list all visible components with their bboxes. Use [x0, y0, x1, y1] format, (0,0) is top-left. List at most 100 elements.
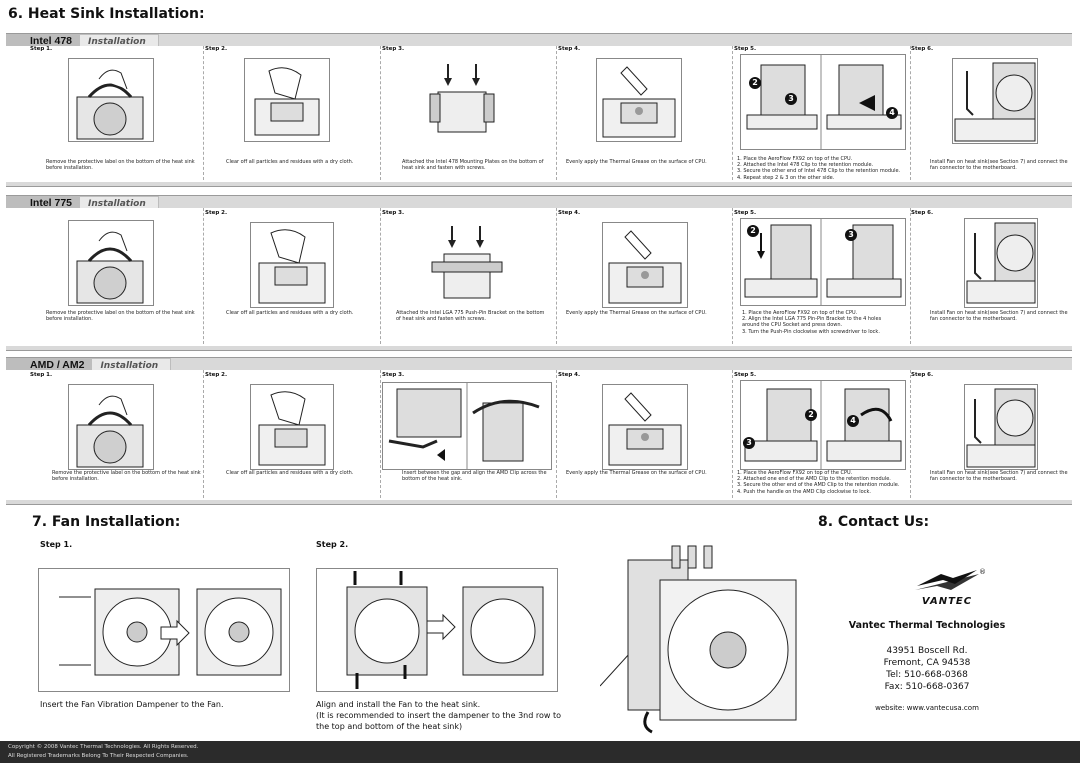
- instruction-item: 3. Turn the Push-Pin clockwise with scre…: [742, 328, 880, 335]
- amd-clip-install-illustration: [744, 381, 902, 469]
- section-tag: AMD / AM2 Installation: [6, 358, 172, 372]
- panel-intel-478: Intel 478 Installation Step 1. Remove th…: [6, 33, 1072, 187]
- thermal-grease-illustration: [608, 392, 682, 466]
- website: website: www.vantecusa.com: [875, 704, 979, 712]
- step-label: Step 3.: [382, 210, 405, 216]
- fan-mount-illustration: [346, 571, 544, 689]
- contact-title: 8. Contact Us:: [818, 514, 930, 530]
- step-image: [952, 58, 1038, 144]
- step-caption: Evenly apply the Thermal Grease on the s…: [566, 470, 707, 476]
- fan-step1-label: Step 1.: [40, 540, 73, 549]
- step-caption: Clear off all particles and residues wit…: [226, 159, 354, 165]
- step-caption: Install Fan on heat sink(see Section 7) …: [930, 310, 1068, 323]
- step-caption: Attached the Intel 478 Mounting Plates o…: [402, 159, 544, 172]
- instruction-item: 2. Attached the Intel 478 Clip to the re…: [737, 162, 874, 169]
- footer-bar: Copyright © 2008 Vantec Thermal Technolo…: [0, 741, 1080, 763]
- step-label: Step 6.: [911, 210, 934, 216]
- section-tag-label: AMD / AM2: [6, 358, 93, 372]
- step-label: Step 4.: [558, 372, 581, 378]
- panel-intel-775: Intel 775 Installation Remove the protec…: [6, 195, 1072, 351]
- instruction-item: 2. Align the Intel LGA 775 Pin-Pin Brack…: [742, 316, 882, 323]
- step-image: [596, 58, 682, 142]
- fan-title: 7. Fan Installation:: [32, 514, 181, 530]
- section-tag: Intel 478 Installation: [6, 34, 159, 48]
- step-image: [964, 384, 1038, 470]
- instruction-item: 3. Secure the other end of Intel 478 Cli…: [737, 168, 901, 175]
- fan-step2-caption-1: Align and install the Fan to the heat si…: [316, 700, 481, 709]
- divider: [380, 46, 381, 180]
- fan-step2-caption-3: the top and bottom of the heat sink): [316, 722, 463, 731]
- marker-3: 3: [743, 437, 755, 449]
- step-image: [382, 382, 552, 470]
- fan-connector-illustration: [966, 222, 1036, 304]
- divider: [380, 208, 381, 344]
- step-instructions: 1. Place the AeroFlow FX92 on top of the…: [737, 470, 912, 495]
- push-pin-bracket-illustration: [431, 226, 503, 299]
- divider: [556, 370, 557, 498]
- step-label: Step 2.: [205, 210, 228, 216]
- step-image: [68, 384, 154, 470]
- step-image: [964, 218, 1038, 308]
- step-caption: Remove the protective label on the botto…: [52, 470, 201, 483]
- section-tag-label: Intel 478: [6, 34, 81, 48]
- mounting-plates-illustration: [429, 64, 495, 133]
- divider: [203, 208, 204, 344]
- step-label: Step 6.: [911, 372, 934, 378]
- heatsink-bottom-illustration: [76, 231, 144, 304]
- step-image: [420, 58, 504, 140]
- instruction-item: 1. Place the AeroFlow FX92 on top of the…: [737, 156, 853, 162]
- panel-amd-am2: AMD / AM2 Installation Step 1. Remove th…: [6, 357, 1072, 505]
- step-label: Step 4.: [558, 46, 581, 52]
- fax: Fax: 510-668-0367: [884, 682, 970, 692]
- cpu-clean-illustration: [254, 67, 320, 136]
- step-instructions: 1. Place the AeroFlow FX92 on top of the…: [742, 310, 917, 335]
- step-label: Step 2.: [205, 372, 228, 378]
- cooler-fan-illustration: [599, 545, 797, 734]
- phone: Tel: 510-668-0368: [886, 670, 968, 680]
- step-image: [68, 58, 154, 142]
- fan-step2-caption-2: (It is recommended to insert the dampene…: [316, 711, 561, 720]
- step-caption: Insert between the gap and align the AMD…: [402, 470, 547, 483]
- step-image: [244, 58, 330, 142]
- fan-step1-image: [38, 568, 290, 692]
- divider: [203, 46, 204, 180]
- step-instructions: 1. Place the AeroFlow FX92 on top of the…: [737, 156, 912, 181]
- marker-2: 2: [749, 77, 761, 89]
- divider: [556, 46, 557, 180]
- divider: [910, 370, 911, 498]
- instruction-item: around the CPU Socket and press down.: [742, 322, 843, 329]
- step-label: Step 5.: [734, 372, 757, 378]
- panel-body: Remove the protective label on the botto…: [6, 208, 1072, 346]
- address-line-2: Fremont, CA 94538: [883, 658, 971, 668]
- step-label: Step 5.: [734, 46, 757, 52]
- fan-connector-illustration: [954, 62, 1036, 142]
- step-caption: Remove the protective label on the botto…: [46, 159, 195, 172]
- step-image: [428, 222, 508, 304]
- instruction-item: 4. Push the handle on the AMD Clip clock…: [737, 488, 871, 495]
- instruction-item: 4. Repeat step 2 & 3 on the other side.: [737, 174, 835, 181]
- marker-3: 3: [845, 229, 857, 241]
- step-caption: Clear off all particles and residues wit…: [226, 470, 354, 476]
- thermal-grease-illustration: [602, 66, 676, 138]
- divider: [203, 370, 204, 498]
- step-image: [250, 384, 334, 470]
- address-line-1: 43951 Boscell Rd.: [886, 646, 968, 656]
- thermal-grease-illustration: [608, 230, 682, 304]
- marker-4: 4: [886, 107, 898, 119]
- step-image: [602, 222, 688, 308]
- divider: [732, 370, 733, 498]
- clip-install-illustration: [746, 55, 902, 149]
- marker-3: 3: [785, 93, 797, 105]
- step-label: Step 1.: [30, 46, 53, 52]
- step-label: Step 4.: [558, 210, 581, 216]
- marker-2: 2: [805, 409, 817, 421]
- copyright: Copyright © 2008 Vantec Thermal Technolo…: [8, 744, 199, 750]
- marker-2: 2: [747, 225, 759, 237]
- step-caption: Remove the protective label on the botto…: [46, 310, 195, 323]
- step-caption: Install Fan on heat sink(see Section 7) …: [930, 159, 1068, 172]
- marker-4: 4: [847, 415, 859, 427]
- divider: [732, 208, 733, 344]
- product-illustration: [599, 540, 810, 740]
- step-caption: Install Fan on heat sink(see Section 7) …: [930, 470, 1068, 483]
- instruction-item: 1. Place the AeroFlow FX92 on top of the…: [737, 470, 853, 476]
